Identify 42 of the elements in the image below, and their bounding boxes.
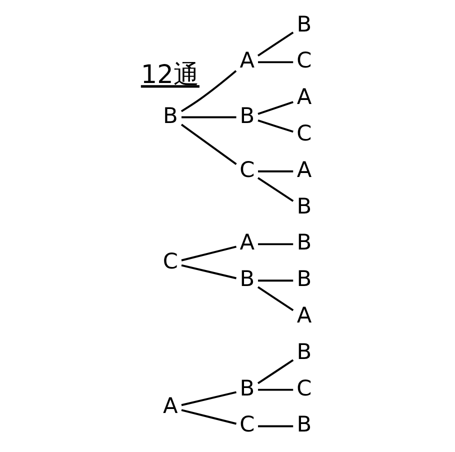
node-text: B bbox=[240, 104, 255, 129]
node-text: B bbox=[240, 376, 255, 402]
node-text: B bbox=[296, 12, 312, 38]
node-text: C bbox=[296, 122, 312, 146]
connector bbox=[258, 101, 294, 115]
connector bbox=[258, 120, 294, 133]
node-text: B bbox=[296, 267, 312, 292]
connector bbox=[258, 425, 294, 428]
node-text: A bbox=[240, 230, 255, 256]
connector bbox=[258, 243, 294, 246]
node-text: B bbox=[240, 267, 255, 292]
connector bbox=[257, 177, 294, 202]
connector bbox=[258, 61, 294, 64]
connector bbox=[180, 70, 237, 112]
connector bbox=[181, 246, 236, 262]
connector bbox=[258, 280, 294, 282]
connector bbox=[181, 409, 236, 425]
node-text: C bbox=[240, 158, 255, 183]
node-text: B bbox=[296, 412, 312, 438]
connector bbox=[181, 391, 236, 406]
node-text: B bbox=[296, 340, 312, 365]
connector bbox=[257, 32, 294, 56]
node-text: A bbox=[296, 158, 312, 183]
connector bbox=[181, 264, 236, 280]
connector bbox=[257, 286, 294, 312]
connector bbox=[257, 359, 294, 384]
connector bbox=[258, 388, 294, 391]
node-text: C bbox=[296, 48, 312, 74]
node-text: A bbox=[296, 304, 312, 329]
node-text: A bbox=[240, 48, 255, 74]
connector bbox=[258, 170, 294, 172]
connector bbox=[180, 124, 237, 166]
node-text: A bbox=[163, 394, 178, 420]
label: 12通 bbox=[140, 60, 200, 90]
node-text: A bbox=[296, 85, 312, 110]
node-text: B bbox=[296, 194, 312, 220]
node-text: C bbox=[296, 376, 312, 402]
node-text: B bbox=[296, 230, 312, 256]
connector bbox=[182, 116, 236, 118]
node-text: B bbox=[163, 104, 178, 129]
node-text: C bbox=[240, 412, 255, 438]
node-text: C bbox=[162, 249, 178, 274]
